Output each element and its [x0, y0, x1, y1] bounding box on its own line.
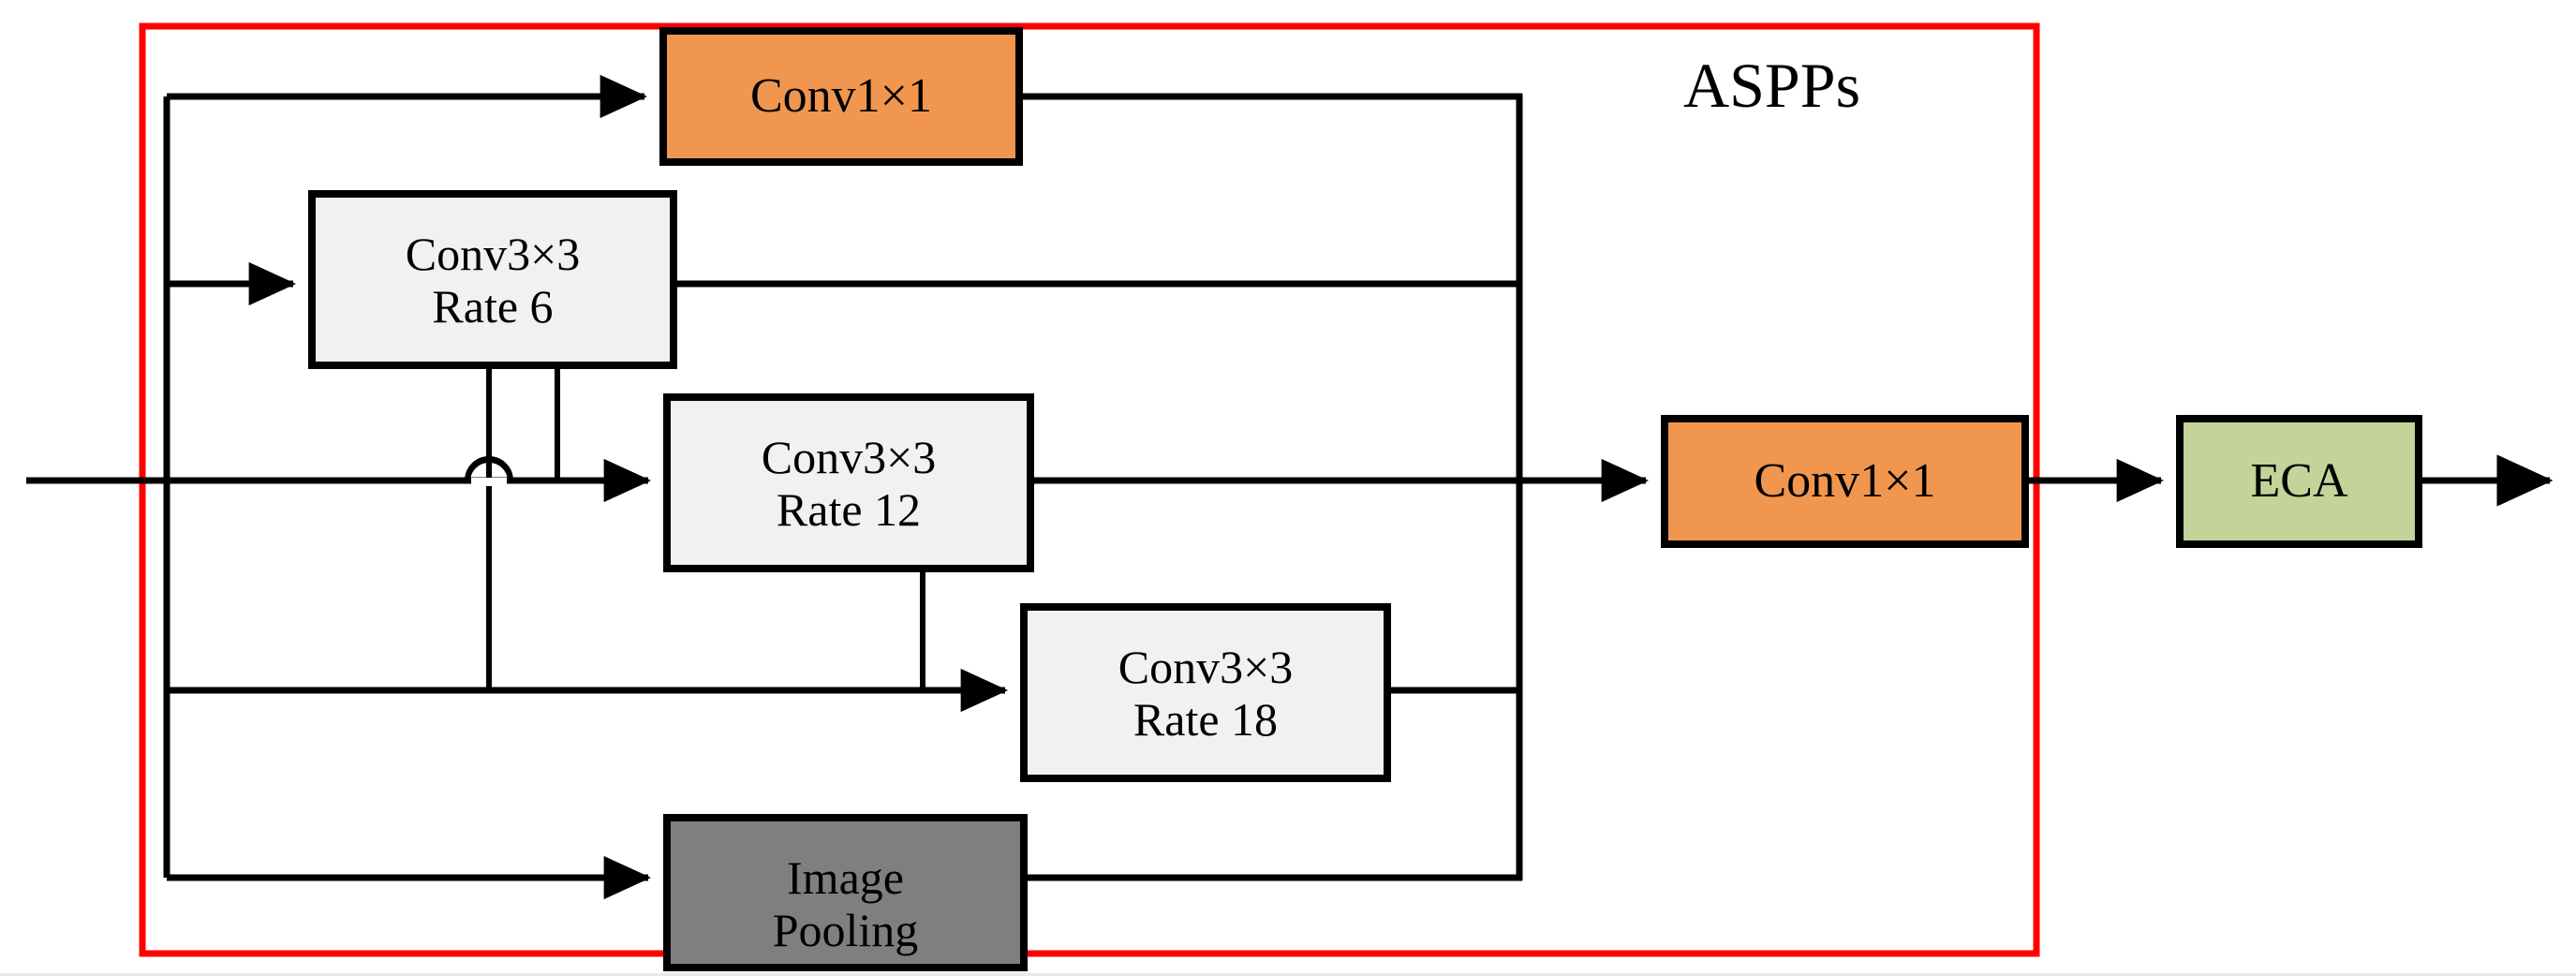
aspps-group-title: ASPPs	[1683, 50, 1861, 121]
block-eca	[2176, 415, 2422, 548]
page-bottom-rule	[0, 973, 2576, 976]
wire-hop-mask	[471, 478, 507, 486]
wire-hop-arc	[465, 457, 513, 482]
block-image-pooling	[663, 814, 1028, 971]
block-conv3x3-rate18	[1020, 603, 1391, 782]
block-conv3x3-rate6	[308, 190, 677, 369]
block-conv1x1-merge	[1661, 415, 2029, 548]
block-conv1x1-top	[659, 27, 1023, 166]
aspps-group-border	[139, 22, 2040, 957]
block-conv3x3-rate12	[663, 393, 1034, 572]
